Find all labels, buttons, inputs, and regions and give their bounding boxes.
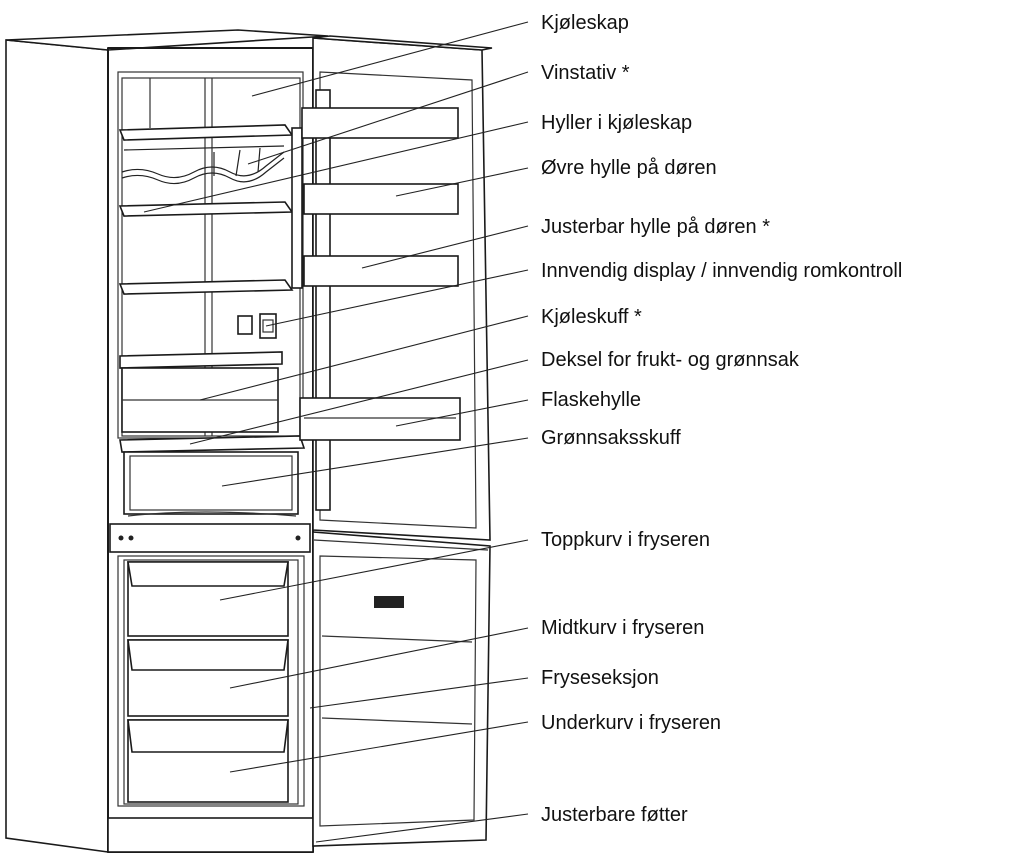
control-panel	[237, 313, 277, 339]
leader-vinstativ	[247, 71, 529, 165]
leader-toppkurv	[219, 539, 529, 601]
label-fryseseksjon: Fryseseksjon	[541, 667, 659, 689]
label-display: Innvendig display / innvendig romkontrol…	[541, 260, 902, 282]
leader-gronnsaksskuff	[221, 437, 529, 487]
label-hyller: Hyller i kjøleskap	[541, 112, 692, 134]
leader-kjoleskuff	[199, 315, 529, 401]
label-vinstativ: Vinstativ *	[541, 62, 630, 84]
labels: Kjøleskap Vinstativ * Hyller i kjøleskap…	[541, 12, 902, 826]
freezer-door	[312, 531, 491, 847]
leader-underkurv	[229, 721, 529, 773]
fridge-shelves	[118, 124, 294, 295]
leader-lines	[143, 21, 529, 843]
label-fotter: Justerbare føtter	[541, 804, 688, 826]
leader-fryseseksjon	[309, 677, 529, 709]
leader-kjoleskap	[251, 21, 529, 97]
leader-fotter	[315, 813, 529, 843]
label-deksel: Deksel for frukt- og grønnsak	[541, 349, 800, 371]
leader-hyller	[143, 121, 529, 213]
label-underkurv: Underkurv i fryseren	[541, 712, 721, 734]
chiller-drawer	[119, 351, 283, 433]
crisper	[119, 435, 306, 517]
leader-justerbar-hylle	[361, 225, 529, 269]
freezer-baskets	[127, 561, 289, 803]
leader-midtkurv	[229, 627, 529, 689]
label-kjoleskuff: Kjøleskuff *	[541, 306, 642, 328]
label-ovre-hylle: Øvre hylle på døren	[541, 157, 717, 179]
leader-flaskehylle	[395, 399, 529, 427]
label-midtkurv: Midtkurv i fryseren	[541, 617, 704, 639]
wine-rack	[121, 145, 285, 185]
fridge-door	[291, 35, 493, 541]
label-toppkurv: Toppkurv i fryseren	[541, 529, 710, 551]
leader-ovre-hylle	[395, 167, 529, 197]
leader-display	[265, 269, 529, 327]
label-flaskehylle: Flaskehylle	[541, 389, 641, 411]
label-justerbar-hylle: Justerbar hylle på døren *	[541, 216, 770, 238]
leader-deksel	[189, 359, 529, 445]
label-gronnsaksskuff: Grønnsaksskuff	[541, 427, 681, 449]
label-kjoleskap: Kjøleskap	[541, 12, 629, 34]
